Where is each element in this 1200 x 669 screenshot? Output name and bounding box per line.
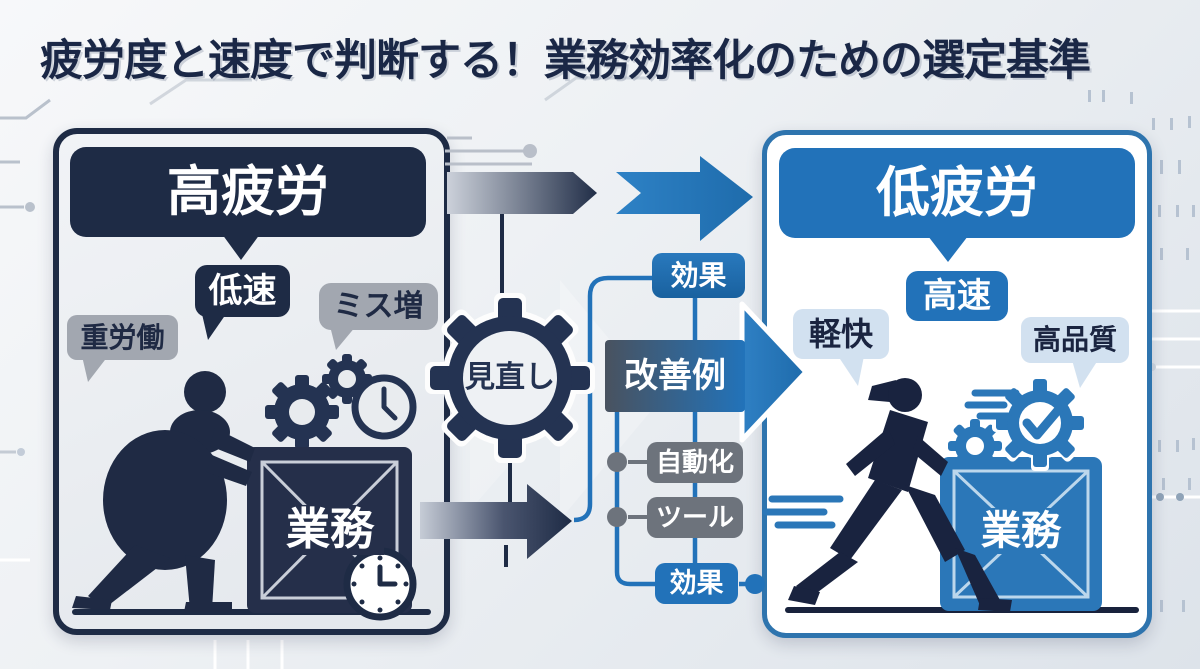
high-quality-bubble: 高品質 [1021,317,1129,363]
review-gear-label: 見直し [465,360,555,395]
speed-lines-icon [762,389,1020,529]
nimble-bubble: 軽快 [793,309,889,359]
low-fatigue-header: 低疲労 [779,148,1135,238]
lower-transition-arrow-icon [420,484,572,559]
gear-check-icon [992,375,1088,471]
bubble-tails [82,234,1098,388]
tool-badge: ツール [647,497,743,538]
heavy-labor-bubble: 重労働 [67,315,178,360]
circuit-ticks-right [1088,90,1195,612]
review-gear-icon [425,293,595,463]
effect-top-badge: 効果 [652,253,745,298]
connector-dots [607,452,765,594]
effect-bottom-badge: 効果 [655,563,738,604]
task-box-label-right: 業務 [973,508,1069,554]
mistakes-bubble: ミス増 [319,283,438,330]
automation-badge: 自動化 [647,442,743,483]
top-transition-arrow-icon [447,156,753,241]
left-scene [72,354,431,621]
gear-icon [322,354,372,404]
low-speed-badge: 低速 [195,265,290,317]
clock-icon [343,547,417,621]
top-trace-lines [445,136,532,166]
tired-worker-silhouette [72,371,255,612]
page-title: 疲労度と速度で判断する！業務効率化のための選定基準 [40,36,1091,86]
task-box-label-left: 業務 [276,505,384,555]
high-fatigue-header: 高疲労 [70,147,426,237]
gear-icon [265,375,339,449]
running-worker-silhouette [788,378,1012,612]
improvement-example-label: 改善例 [605,340,745,412]
gear-icon [948,419,1002,473]
right-scene [762,375,1139,613]
clock-icon [351,374,417,440]
high-speed-badge: 高速 [906,271,1008,321]
